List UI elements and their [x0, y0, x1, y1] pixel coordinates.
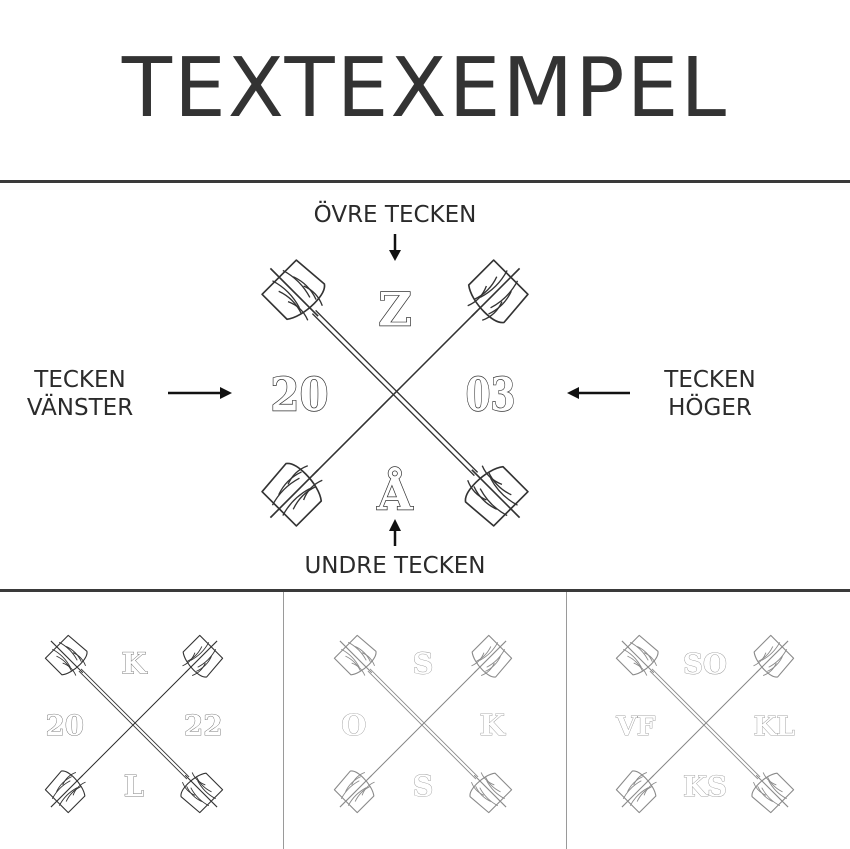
example-1-bottom-character: L	[124, 769, 144, 803]
label-bottom-character: UNDRE TECKEN	[304, 553, 486, 579]
pointer-arrow-up-bottom	[389, 519, 401, 546]
pointer-arrow-left-right	[567, 387, 630, 399]
label-right-line2: HÖGER	[668, 394, 752, 421]
example-2-left-character: O	[341, 708, 366, 742]
crossed-arrows-icon	[615, 634, 795, 814]
example-3-right-character: KL	[754, 711, 795, 742]
divider-top	[0, 180, 850, 183]
example-3-top-character: SO	[683, 647, 727, 680]
label-right-character: TECKEN HÖGER	[640, 367, 780, 422]
label-right-line1: TECKEN	[664, 367, 756, 393]
main-top-character: Z	[378, 283, 411, 337]
pointer-arrow-down-top	[389, 234, 401, 261]
divider-vertical-1	[283, 592, 284, 849]
main-right-character: 03	[466, 368, 516, 422]
page-title: TEXTEXEMPEL	[121, 41, 729, 136]
example-3-left-character: VF	[615, 711, 655, 742]
label-left-line2: VÄNSTER	[26, 394, 134, 421]
example-2-right-character: K	[480, 708, 507, 742]
main-left-character: 20	[270, 368, 328, 422]
example-2-bottom-character: S	[413, 769, 434, 803]
example-1-top-character: K	[121, 646, 148, 680]
crossed-arrows-icon	[261, 259, 529, 527]
example-2-top-character: S	[413, 646, 434, 680]
example-3-bottom-character: KS	[683, 770, 727, 803]
main-crossed-arrows-emblem: Z 20 03 Å	[261, 259, 529, 527]
example-emblem-3: SO VF KL KS	[615, 634, 795, 814]
crossed-arrows-icon	[333, 634, 513, 814]
divider-middle	[0, 589, 850, 592]
main-bottom-character: Å	[376, 466, 413, 520]
crossed-arrows-icon	[44, 634, 224, 814]
example-1-right-character: 22	[184, 709, 223, 742]
label-left-character: TECKEN VÄNSTER	[10, 367, 150, 422]
divider-vertical-2	[566, 592, 567, 849]
example-emblem-2: S O K S	[333, 634, 513, 814]
label-top-character: ÖVRE TECKEN	[313, 202, 477, 228]
pointer-arrow-right-left	[168, 387, 232, 399]
label-left-line1: TECKEN	[34, 367, 126, 393]
example-emblem-1: K 20 22 L	[44, 634, 224, 814]
example-1-left-character: 20	[46, 709, 85, 742]
